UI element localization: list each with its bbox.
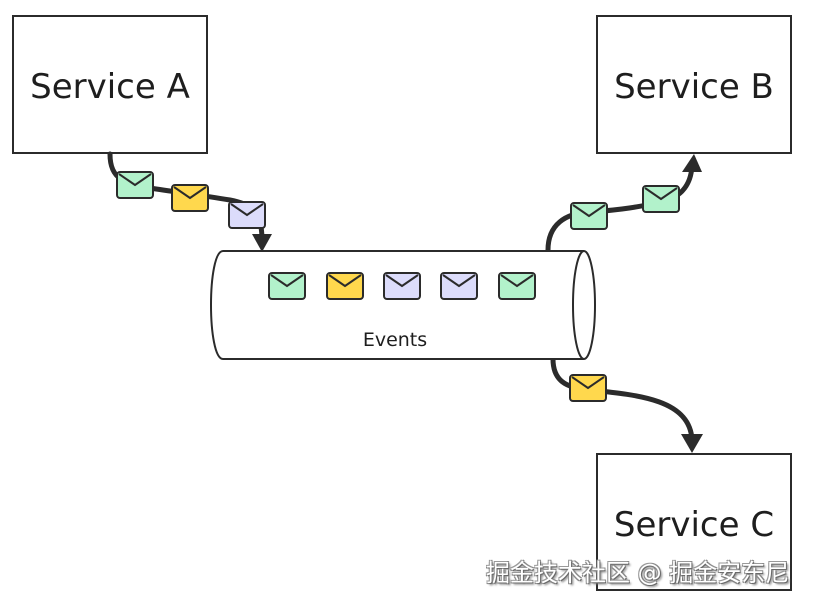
events-queue[interactable]: Events [210,250,596,360]
arrowhead-to-service-b [682,154,702,172]
service-c-node[interactable]: Service C [596,453,792,591]
events-queue-label: Events [363,329,427,351]
in-flight-message-envelope-icon [570,202,608,230]
queued-message-envelope-icon [498,272,536,300]
queued-message-envelope-icon [326,272,364,300]
service-a-node[interactable]: Service A [12,15,208,154]
service-b-label: Service B [614,67,774,107]
service-c-label: Service C [614,505,774,545]
service-a-label: Service A [30,67,190,107]
arrowhead-to-events [252,234,272,252]
in-flight-message-envelope-icon [171,184,209,212]
watermark-text: 掘金技术社区 @ 掘金安东尼 [486,559,790,587]
in-flight-message-envelope-icon [642,185,680,213]
queued-message-envelope-icon [440,272,478,300]
in-flight-message-envelope-icon [569,374,607,402]
queued-message-envelope-icon [383,272,421,300]
in-flight-message-envelope-icon [116,171,154,199]
service-b-node[interactable]: Service B [596,15,792,154]
queued-message-envelope-icon [268,272,306,300]
connector-events-to-b [545,160,695,253]
arrowhead-to-service-c [681,434,703,453]
in-flight-message-envelope-icon [228,201,266,229]
